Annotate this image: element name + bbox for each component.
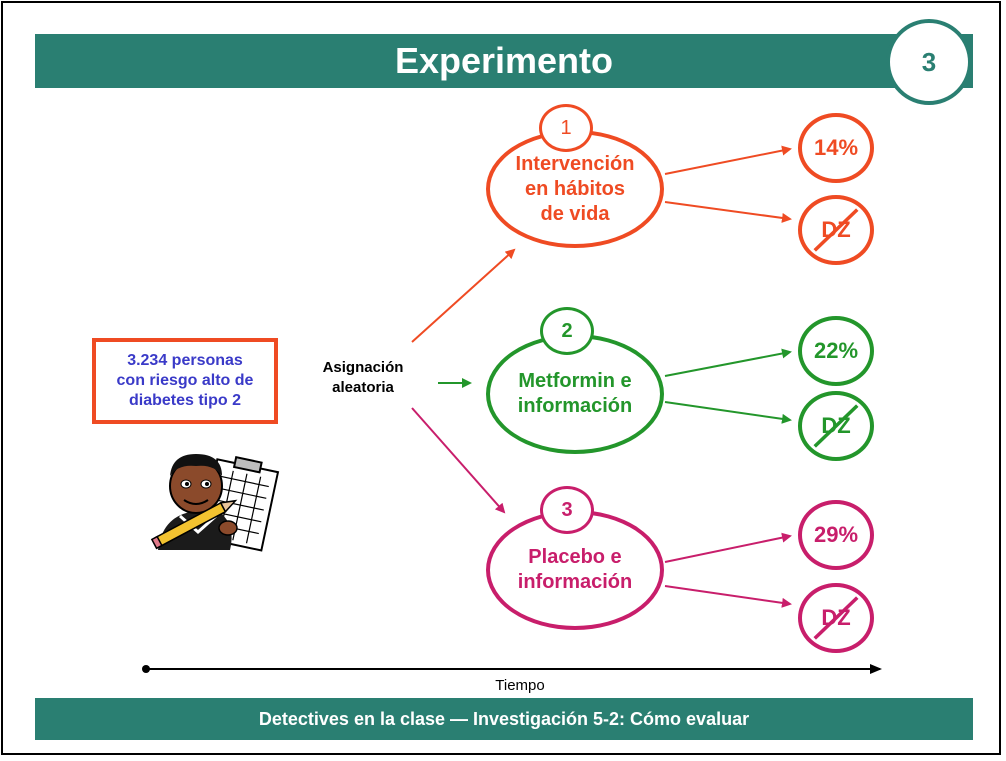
timeline-label: Tiempo	[495, 677, 545, 694]
arrow-g3-percent	[664, 532, 792, 563]
group-3-percent-text: 29%	[813, 522, 859, 547]
slide-footer: Detectives en la clase — Investigación 5…	[35, 698, 973, 740]
group-2-metformin: Metformin e información	[486, 334, 664, 454]
arrow-g1-dz	[664, 201, 792, 223]
slide-number-badge: 3	[886, 19, 972, 105]
arrow-g1-percent	[664, 145, 792, 175]
group-1-no-diabetes: DZ	[798, 195, 874, 265]
arrow-g2-dz	[664, 401, 792, 424]
arrow-g2-percent	[664, 348, 792, 377]
slide-title: Experimento	[35, 34, 973, 88]
arrow-to-group-1	[411, 248, 516, 343]
group-1-line-3: de vida	[540, 202, 610, 225]
group-2-outcome-percent: 22%	[798, 316, 874, 386]
group-2-line-2: información	[517, 395, 633, 417]
random-assignment-label: Asignación aleatoria	[308, 358, 418, 398]
slide-number-text: 3	[921, 46, 937, 77]
group-3-no-diabetes: DZ	[798, 583, 874, 653]
slide-title-text: Experimento	[394, 40, 614, 81]
population-line-2: con riesgo alto de	[116, 372, 254, 389]
group-3-number: 3	[561, 498, 573, 521]
group-1-line-1: Intervención	[515, 152, 635, 175]
assignment-line-1: Asignación	[322, 359, 404, 376]
group-1-number: 1	[560, 116, 572, 139]
group-1-percent-text: 14%	[813, 135, 859, 160]
population-line-1: 3.234 personas	[127, 352, 243, 369]
group-2-line-1: Metformin e	[518, 370, 632, 392]
group-2-dz-text: DZ	[821, 413, 851, 438]
footer-text: Detectives en la clase — Investigación 5…	[258, 708, 750, 729]
group-1-number-badge: 1	[539, 104, 593, 152]
arrow-to-group-3	[411, 407, 506, 514]
group-3-number-badge: 3	[540, 486, 594, 534]
population-box: 3.234 personas con riesgo alto de diabet…	[92, 338, 278, 424]
group-3-line-1: Placebo e	[528, 546, 622, 568]
student-writing-clipboard-icon	[150, 454, 280, 552]
group-1-line-2: en hábitos	[524, 177, 625, 200]
group-2-number: 2	[561, 319, 573, 342]
arrow-g3-dz	[664, 585, 792, 608]
group-2-percent-text: 22%	[813, 338, 859, 363]
population-line-3: diabetes tipo 2	[128, 392, 242, 409]
group-2-no-diabetes: DZ	[798, 391, 874, 461]
group-3-dz-text: DZ	[821, 605, 851, 630]
group-3-outcome-percent: 29%	[798, 500, 874, 570]
group-1-outcome-percent: 14%	[798, 113, 874, 183]
group-2-number-badge: 2	[540, 307, 594, 355]
group-3-placebo: Placebo e información	[486, 510, 664, 630]
assignment-line-2: aleatoria	[332, 379, 394, 396]
group-3-line-2: información	[517, 571, 633, 593]
group-1-dz-text: DZ	[821, 217, 851, 242]
